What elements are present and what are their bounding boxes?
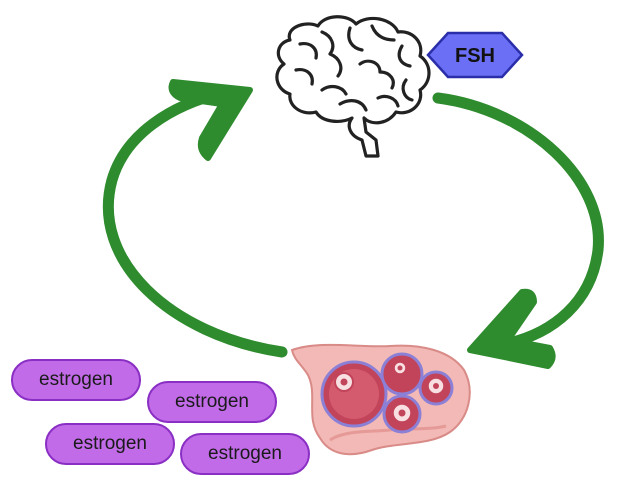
estrogen-pill-3: estrogen [45, 423, 175, 465]
arrow-ovary-to-brain [102, 79, 288, 358]
estrogen-pill-4: estrogen [180, 433, 310, 475]
fsh-label: FSH [455, 45, 495, 67]
brain-icon [275, 15, 431, 158]
estrogen-pill-2: estrogen [147, 381, 277, 423]
fsh-badge: FSH [426, 31, 524, 79]
estrogen-pill-1: estrogen [11, 359, 141, 401]
arrowhead-down-icon [467, 288, 556, 369]
arrowhead-up-icon [168, 79, 253, 161]
ovary-icon [290, 343, 471, 456]
arrow-brain-to-ovary [432, 92, 604, 369]
